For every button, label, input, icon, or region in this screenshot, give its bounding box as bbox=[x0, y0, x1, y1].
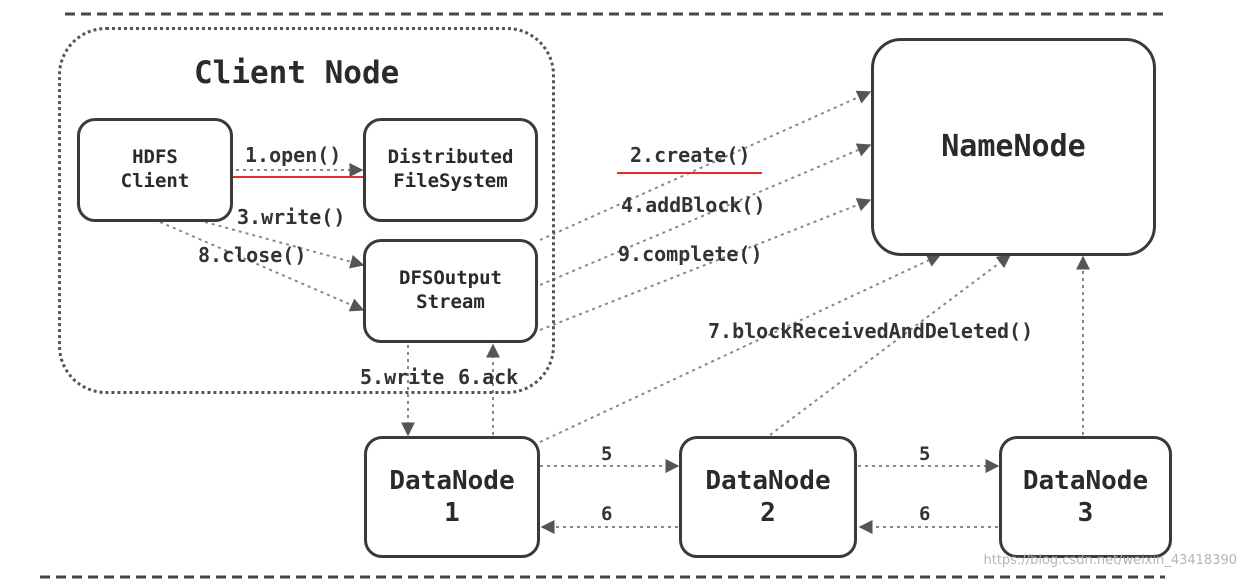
pipeline-forward-label-2: 5 bbox=[919, 443, 931, 465]
create-arrow bbox=[539, 90, 872, 241]
datanode-1-name: DataNode bbox=[389, 465, 515, 496]
create-step-label: 2.create() bbox=[630, 143, 751, 167]
datanode-2-box: DataNode 2 bbox=[679, 436, 857, 558]
pipeline-ack-label-1: 6 bbox=[601, 503, 613, 525]
hdfs-client-label-line2: Client bbox=[120, 170, 190, 192]
block-received-arrow-2 bbox=[769, 254, 1012, 436]
open-step-label: 1.open() bbox=[245, 143, 342, 167]
datanode-2-index: 2 bbox=[760, 498, 776, 528]
namenode-box: NameNode bbox=[871, 38, 1156, 256]
hdfs-client-label-line1: HDFS bbox=[132, 146, 178, 169]
datanode-3-index: 3 bbox=[1077, 498, 1094, 528]
pipeline-ack-label-2: 6 bbox=[919, 503, 931, 525]
complete-step-label: 9.complete() bbox=[618, 242, 763, 266]
ack-step-label: 6.ack bbox=[458, 365, 519, 389]
distributed-filesystem-label-line1: Distributed bbox=[387, 146, 514, 169]
datanode-2-name: DataNode bbox=[705, 465, 831, 496]
distributed-filesystem-box: Distributed FileSystem bbox=[363, 118, 538, 222]
datanode-1-index: 1 bbox=[444, 498, 460, 528]
datanode-3-name: DataNode bbox=[1022, 465, 1149, 496]
hdfs-client-box: HDFS Client bbox=[77, 118, 233, 222]
block-received-step-label: 7.blockReceivedAndDeleted() bbox=[708, 319, 1034, 343]
complete-arrow bbox=[539, 198, 872, 331]
watermark-text: https://blog.csdn.net/weixin_43418390 bbox=[983, 553, 1237, 568]
pipeline-forward-label-1: 5 bbox=[601, 443, 613, 465]
dfs-output-stream-label-line2: Stream bbox=[416, 291, 485, 313]
write-packet-step-label: 5.write bbox=[360, 365, 445, 389]
namenode-label: NameNode bbox=[941, 129, 1086, 165]
dfs-output-stream-box: DFSOutput Stream bbox=[363, 239, 538, 343]
datanode-1-box: DataNode 1 bbox=[364, 436, 540, 558]
dfs-output-stream-label-line1: DFSOutput bbox=[399, 267, 502, 290]
close-arrow bbox=[159, 221, 365, 312]
write-stream-step-label: 3.write() bbox=[237, 205, 346, 229]
close-step-label: 8.close() bbox=[198, 243, 307, 267]
datanode-3-box: DataNode 3 bbox=[999, 436, 1172, 558]
client-node-region bbox=[58, 27, 555, 394]
distributed-filesystem-label-line2: FileSystem bbox=[393, 170, 508, 192]
client-node-title: Client Node bbox=[194, 55, 400, 91]
add-block-step-label: 4.addBlock() bbox=[621, 193, 766, 217]
block-received-arrow-1 bbox=[539, 253, 942, 443]
